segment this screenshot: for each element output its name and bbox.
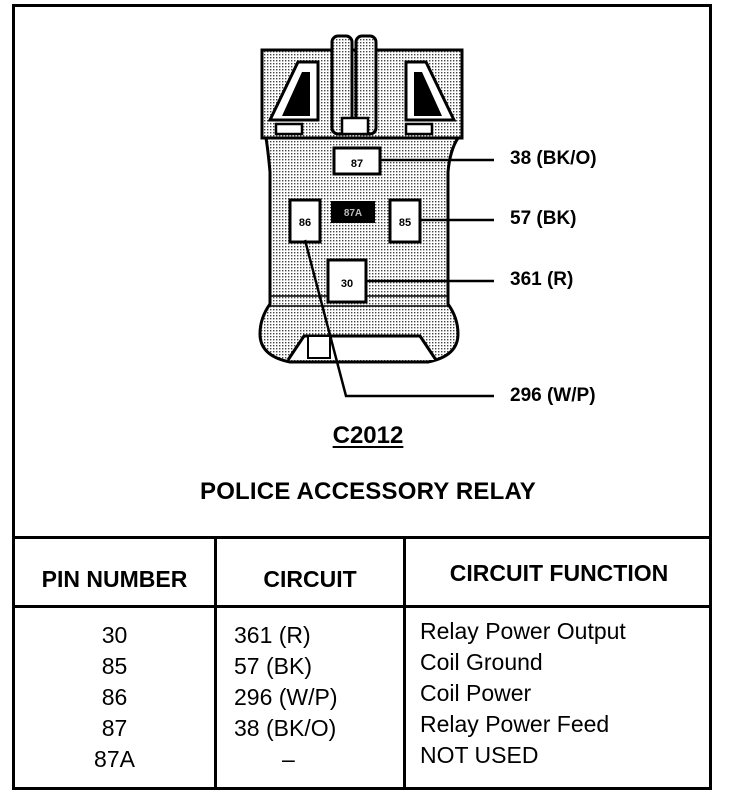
pin-85: 85 bbox=[388, 198, 422, 244]
pin-87a: 87A bbox=[331, 201, 375, 223]
table-top-border bbox=[12, 536, 712, 539]
pin-87a-label: 87A bbox=[344, 208, 362, 219]
pin-87-label: 87 bbox=[351, 158, 363, 170]
header-circuit: CIRCUIT bbox=[263, 566, 357, 592]
connector-lock-window bbox=[307, 335, 331, 359]
pin-86-label: 86 bbox=[299, 217, 311, 229]
column-pin-number: 30 85 86 87 87A bbox=[15, 620, 214, 775]
table-cell-circuit: – bbox=[282, 746, 295, 772]
callout-pin-86: 296 (W/P) bbox=[510, 385, 596, 406]
callout-pin-87: 38 (BK/O) bbox=[510, 148, 597, 169]
table-cell-circuit: 38 (BK/O) bbox=[234, 715, 337, 741]
table-cell-pin: 87 bbox=[101, 715, 128, 741]
diagram-frame bbox=[12, 4, 712, 790]
table-cell-circuit: 296 (W/P) bbox=[234, 684, 338, 710]
pin-87: 87 bbox=[332, 146, 382, 176]
pin-30: 30 bbox=[326, 258, 368, 304]
table-cell-pin: 86 bbox=[101, 684, 128, 710]
table-column-divider-2 bbox=[403, 536, 406, 790]
header-pin-number: PIN NUMBER bbox=[41, 566, 188, 592]
table-cell-circuit: 57 (BK) bbox=[234, 653, 312, 679]
connector-id: C2012 bbox=[0, 422, 736, 450]
table-cell-pin: 85 bbox=[101, 653, 128, 679]
connector-id-text: C2012 bbox=[332, 422, 404, 449]
table-cell-pin: 30 bbox=[101, 622, 128, 648]
callout-pin-30: 361 (R) bbox=[510, 269, 574, 290]
table-cell-pin: 87A bbox=[94, 746, 135, 772]
connector-latch bbox=[260, 34, 464, 140]
table-cell-function: Coil Power bbox=[420, 680, 532, 706]
table-cell-function: Coil Ground bbox=[420, 649, 543, 675]
table-header-divider bbox=[12, 605, 712, 608]
leader-line-86 bbox=[303, 239, 494, 398]
table-cell-function: Relay Power Feed bbox=[420, 711, 610, 737]
diagram-title: POLICE ACCESSORY RELAY bbox=[199, 478, 537, 505]
header-circuit-function: CIRCUIT FUNCTION bbox=[449, 560, 669, 586]
pin-86: 86 bbox=[288, 198, 322, 244]
table-cell-circuit: 361 (R) bbox=[234, 622, 311, 648]
pin-85-label: 85 bbox=[399, 217, 411, 229]
table-cell-function: Relay Power Output bbox=[420, 618, 626, 644]
table-cell-function: NOT USED bbox=[420, 742, 539, 768]
callout-pin-85: 57 (BK) bbox=[510, 208, 577, 229]
column-circuit: 361 (R) 57 (BK) 296 (W/P) 38 (BK/O) – bbox=[234, 620, 399, 775]
pin-30-label: 30 bbox=[341, 278, 353, 290]
table-column-divider-1 bbox=[214, 536, 217, 790]
column-circuit-function: Relay Power Output Coil Ground Coil Powe… bbox=[420, 616, 710, 771]
